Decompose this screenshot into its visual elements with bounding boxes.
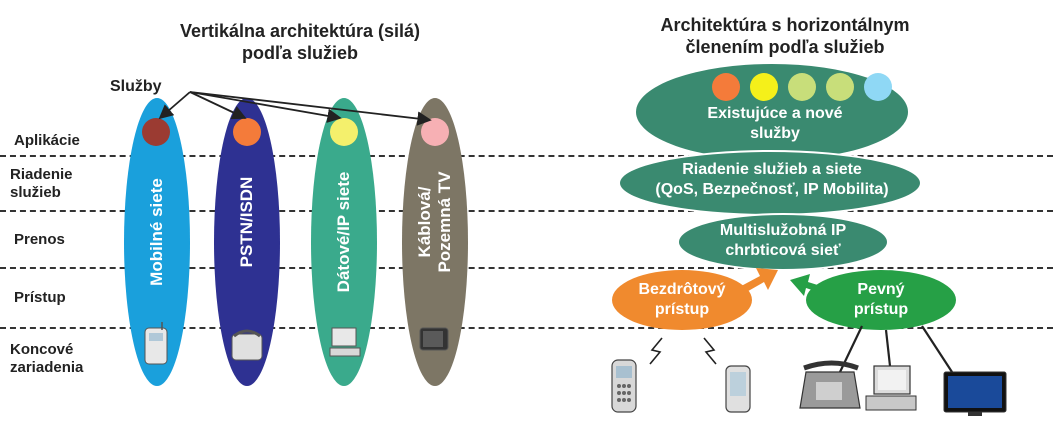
service-dot-2 <box>750 73 778 101</box>
row-divider-1 <box>0 155 1053 157</box>
row-label-control-line2: služieb <box>10 184 61 201</box>
fixed-phone-icon <box>799 360 861 409</box>
mobile-phone-icon <box>144 322 168 365</box>
layer-backbone-line1: Multislužobná IP <box>719 222 847 239</box>
layer-control-text: Riadenie služieb a siete (QoS, Bezpečnos… <box>622 160 922 200</box>
left-title: Vertikálna architektúra (silá) podľa slu… <box>130 20 470 64</box>
silo-mobile-dot <box>142 118 170 146</box>
service-dot-1 <box>712 73 740 101</box>
layer-control-line1: Riadenie služieb a siete <box>682 161 862 178</box>
silo-pstn-dot <box>233 118 261 146</box>
fixed-access-text: Pevný prístup <box>808 280 954 320</box>
row-divider-2 <box>0 210 1053 212</box>
fixed-arrow <box>790 274 840 298</box>
row-label-access: Prístup <box>14 289 66 306</box>
row-label-transport: Prenos <box>14 231 65 248</box>
layer-backbone-line2: chrbticová sieť <box>725 242 841 259</box>
flat-tv-icon <box>943 371 1007 416</box>
row-label-apps: Aplikácie <box>14 132 80 149</box>
layer-services-text: Existujúce a nové služby <box>680 104 870 144</box>
wireless-access-line2: prístup <box>654 301 710 318</box>
wireless-signal-icons <box>649 337 717 365</box>
services-label: Služby <box>110 78 162 95</box>
service-dot-3 <box>788 73 816 101</box>
layer-services-line1: Existujúce a nové <box>707 105 843 122</box>
layer-control-line2: (QoS, Bezpečnosť, IP Mobilita) <box>655 181 889 198</box>
left-title-line2: podľa služieb <box>242 43 358 63</box>
row-label-terminals: Koncové zariadenia <box>10 341 83 377</box>
services-arrows <box>158 91 432 126</box>
tv-icon <box>419 327 449 351</box>
fixed-access-line1: Pevný <box>857 281 905 298</box>
row-label-control-line1: Riadenie <box>10 166 73 183</box>
layer-services-line2: služby <box>750 125 800 142</box>
row-divider-3 <box>0 267 1053 269</box>
right-title: Architektúra s horizontálnym členením po… <box>620 14 950 58</box>
service-dot-4 <box>826 73 854 101</box>
layer-backbone-text: Multislužobná IP chrbticová sieť <box>680 221 886 261</box>
wireless-access <box>612 270 752 330</box>
left-title-line1: Vertikálna architektúra (silá) <box>179 21 421 41</box>
mobile-phone-right-icon <box>611 359 637 413</box>
wireless-access-text: Bezdrôtový prístup <box>614 280 750 320</box>
fixed-access-line2: prístup <box>853 301 909 318</box>
computer-icon <box>329 327 361 357</box>
fixed-access <box>806 270 956 330</box>
row-divider-4 <box>0 327 1053 329</box>
desk-phone-icon <box>231 329 263 361</box>
right-title-line2: členením podľa služieb <box>685 37 885 57</box>
row-label-terminals-line2: zariadenia <box>10 359 84 376</box>
wireless-arrow <box>730 268 778 298</box>
row-label-terminals-line1: Koncové <box>10 341 74 358</box>
right-title-line1: Architektúra s horizontálnym <box>660 15 910 35</box>
service-dot-5 <box>864 73 892 101</box>
pda-icon <box>725 365 751 413</box>
layer-backbone <box>677 213 889 271</box>
desktop-computer-icon <box>865 365 917 411</box>
wireless-access-line1: Bezdrôtový <box>638 281 726 298</box>
row-label-control: Riadenie služieb <box>10 166 73 202</box>
